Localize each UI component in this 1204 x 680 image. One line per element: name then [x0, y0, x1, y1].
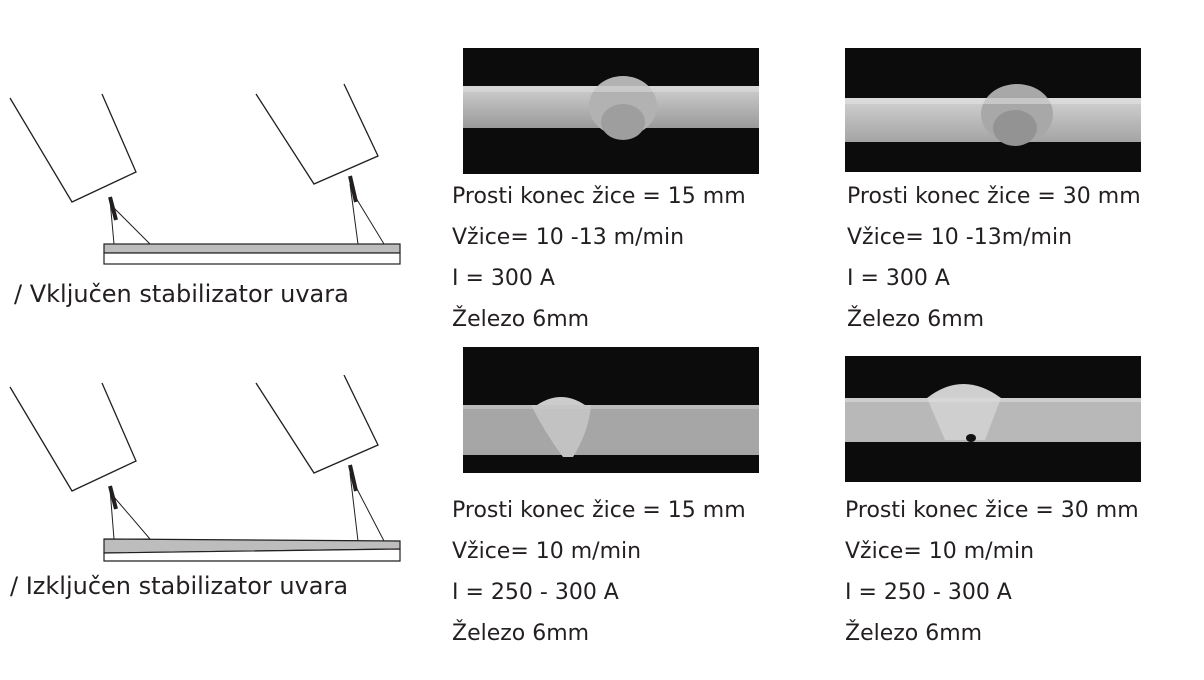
right-torch-body	[255, 375, 379, 474]
diagram-stabilizer-on	[0, 80, 410, 280]
material: Železo 6mm	[847, 307, 985, 332]
caption-stabilizer-on: / Vključen stabilizator uvara	[14, 280, 349, 308]
right-torch-wire	[348, 175, 358, 203]
workpiece-top-layer	[103, 243, 401, 254]
left-torch-wire	[108, 485, 118, 510]
workpiece-base	[103, 548, 401, 562]
left-arc-cone	[109, 199, 152, 245]
welding-current: I = 300 A	[452, 266, 555, 291]
torch-diagram-stabilizer-off	[9, 375, 401, 562]
wire-speed: Vžice= 10 -13 m/min	[452, 225, 685, 250]
welding-current: I = 300 A	[847, 266, 950, 291]
left-torch-body	[9, 382, 137, 492]
diagram-stabilizer-off	[0, 375, 410, 575]
wire-speed: Vžice= 10 m/min	[845, 539, 1035, 564]
sample-params-4: Prosti konec žice = 30 mm Vžice= 10 m/mi…	[845, 490, 1139, 654]
weld-cross-section-photo-1	[463, 48, 759, 174]
sample-params-3: Prosti konec žice = 15 mm Vžice= 10 m/mi…	[452, 490, 746, 654]
welding-current: I = 250 - 300 A	[845, 580, 1012, 605]
wire-stickout: Prosti konec žice = 15 mm	[452, 184, 746, 209]
weld-cross-section-photo-3	[463, 347, 759, 473]
left-torch-body	[9, 93, 137, 203]
weld-cross-section-photo-4	[845, 356, 1141, 482]
workpiece-base	[103, 252, 401, 265]
material: Železo 6mm	[452, 621, 590, 646]
wire-speed: Vžice= 10 m/min	[452, 539, 642, 564]
left-arc-cone	[109, 488, 152, 540]
wire-speed: Vžice= 10 -13m/min	[847, 225, 1073, 250]
sample-params-2: Prosti konec žice = 30 mm Vžice= 10 -13m…	[847, 176, 1141, 340]
material: Železo 6mm	[845, 621, 983, 646]
material: Železo 6mm	[452, 307, 590, 332]
sample-params-1: Prosti konec žice = 15 mm Vžice= 10 -13 …	[452, 176, 746, 340]
left-torch-wire	[108, 196, 118, 221]
right-torch-wire	[348, 464, 358, 492]
welding-current: I = 250 - 300 A	[452, 580, 619, 605]
torch-diagram-stabilizer-on	[9, 83, 401, 265]
weld-cross-section-photo-2	[845, 48, 1141, 172]
caption-stabilizer-off: / Izključen stabilizator uvara	[10, 572, 349, 600]
wire-stickout: Prosti konec žice = 30 mm	[847, 184, 1141, 209]
right-torch-body	[255, 83, 379, 185]
wire-stickout: Prosti konec žice = 30 mm	[845, 498, 1139, 523]
wire-stickout: Prosti konec žice = 15 mm	[452, 498, 746, 523]
